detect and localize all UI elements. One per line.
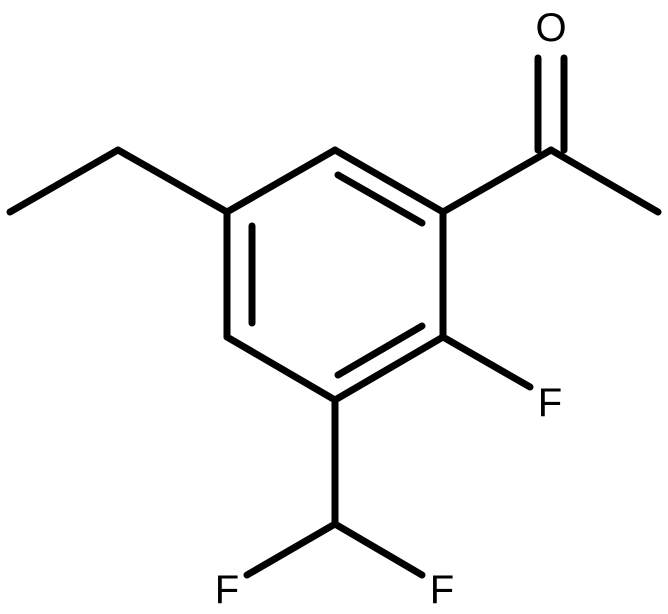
bond-ring-fluorine bbox=[439, 333, 534, 391]
bond-ring-c6-c1 bbox=[331, 146, 447, 216]
bond-ethyl-ch2-ring bbox=[114, 146, 231, 216]
bond-ring-c3-c4 bbox=[223, 333, 339, 404]
atom-label-fluorine-chf2-left: F bbox=[215, 568, 239, 612]
bond-ring-c6-c1-inner bbox=[334, 171, 426, 227]
bond-chf2-f-right bbox=[331, 520, 426, 579]
atom-label-oxygen: O bbox=[535, 6, 566, 50]
bond-carbonyl-methyl bbox=[547, 146, 662, 216]
bond-chf2-f-left bbox=[243, 520, 339, 579]
bond-ring-carbonyl bbox=[439, 146, 555, 216]
bond-ring-c2-c3-inner bbox=[334, 322, 426, 379]
bond-ring-c5-c6 bbox=[223, 146, 339, 216]
atom-label-fluorine-chf2-right: F bbox=[430, 568, 454, 612]
bond-ring-c2-c3 bbox=[331, 333, 447, 404]
bond-ethyl-ch3-ch2 bbox=[6, 146, 122, 216]
atom-label-fluorine-ring: F bbox=[538, 381, 562, 425]
